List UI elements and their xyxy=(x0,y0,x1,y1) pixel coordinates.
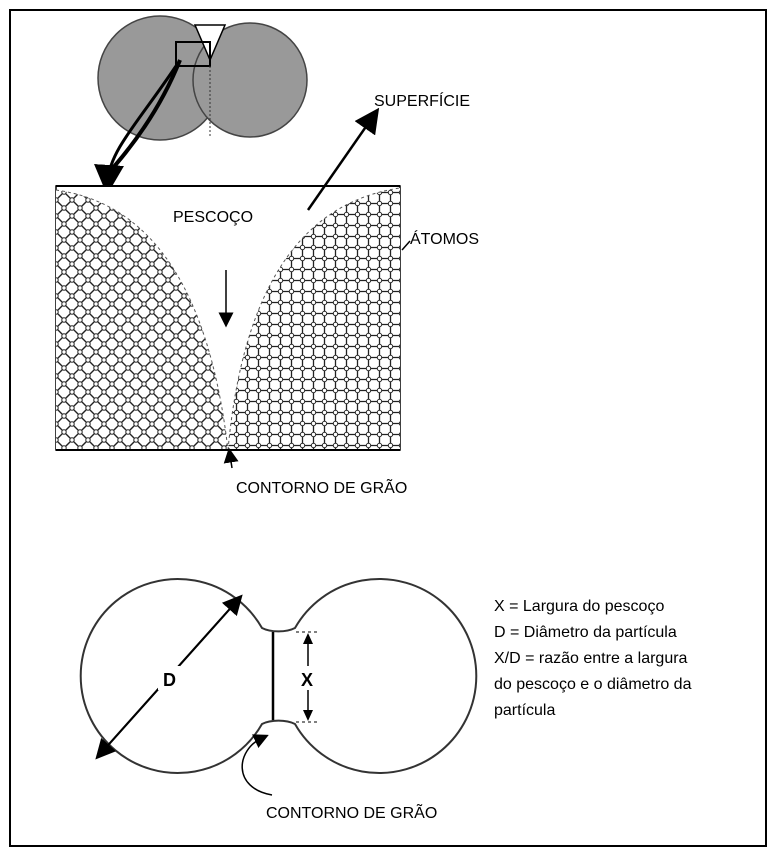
surface-arrow xyxy=(306,107,380,211)
outer-border xyxy=(9,9,767,847)
neck-symbol: X xyxy=(301,670,313,690)
legend: X = Largura do pescoço D = Diâmetro da p… xyxy=(494,598,692,719)
diameter-label-bg xyxy=(158,666,180,690)
legend-line-1: X = Largura do pescoço xyxy=(494,598,664,615)
zoom-arrow xyxy=(94,65,178,195)
sintered-particles xyxy=(79,578,478,774)
zoom-box xyxy=(175,41,211,67)
neck-dim-arrow-bottom xyxy=(303,710,313,721)
neck-label-bg xyxy=(298,666,318,690)
neck-dim-arrow-top xyxy=(303,633,313,644)
grain-boundary-pointer-top xyxy=(223,447,239,469)
surface-label: SUPERFÍCIE xyxy=(374,91,470,110)
legend-line-5: partícula xyxy=(494,702,555,719)
neck-label: PESCOÇO xyxy=(173,209,253,226)
legend-line-4: do pescoço e o diâmetro da xyxy=(494,676,692,693)
legend-line-2: D = Diâmetro da partícula xyxy=(494,624,677,641)
atoms-pointer xyxy=(401,240,411,251)
grain-boundary-pointer-bottom xyxy=(241,734,273,796)
legend-line-3: X/D = razão entre a largura xyxy=(494,650,688,667)
grain-boundary-label-top: CONTORNO DE GRÃO xyxy=(236,477,407,497)
diameter-symbol: D xyxy=(163,670,176,690)
grain-boundary-label-bottom: CONTORNO DE GRÃO xyxy=(266,802,437,822)
atoms-label: ÁTOMOS xyxy=(410,229,479,248)
particles-thumbnail xyxy=(97,15,308,182)
